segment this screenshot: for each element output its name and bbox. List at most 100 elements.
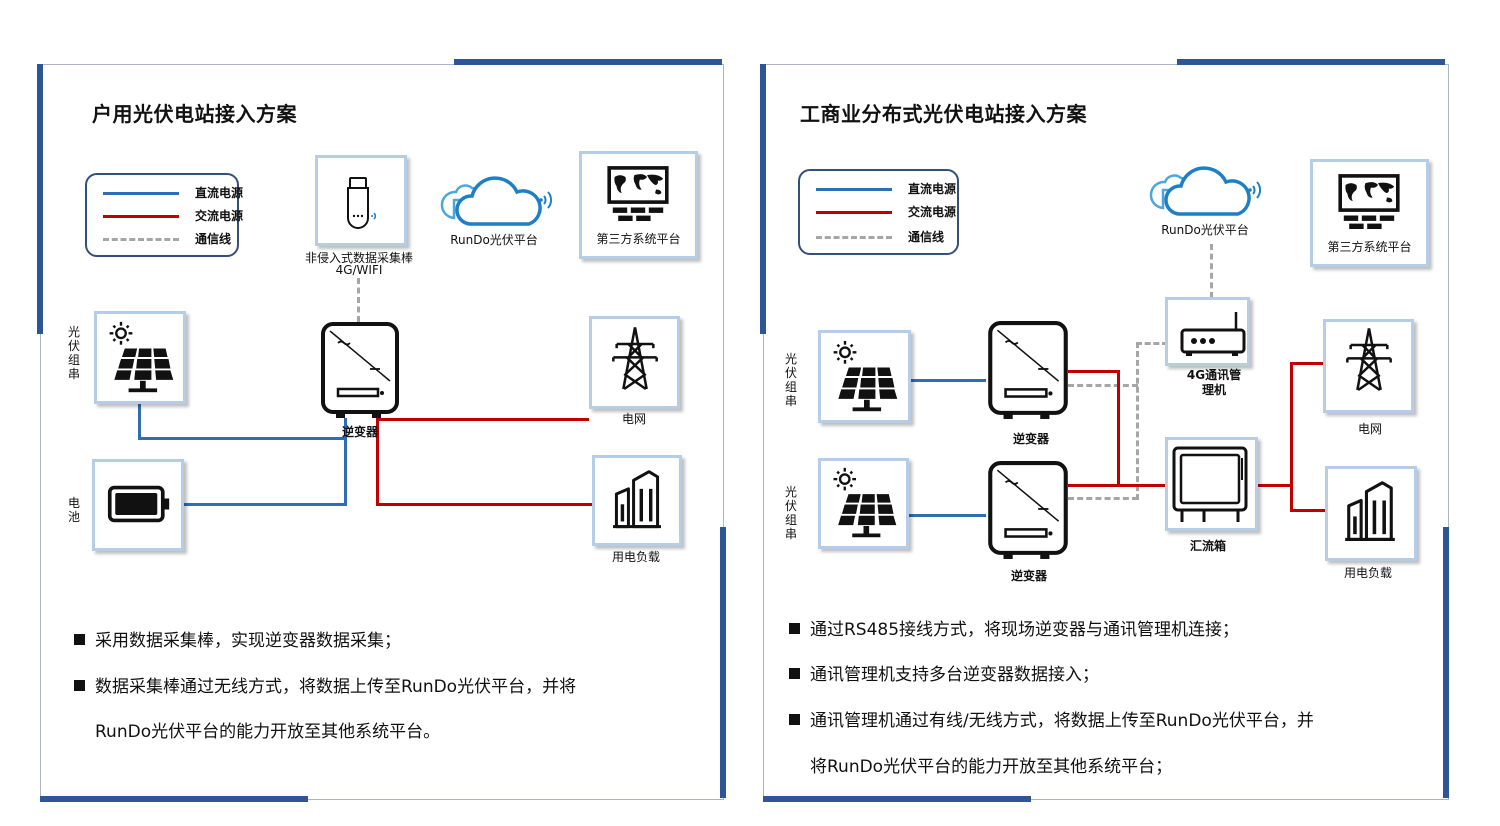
bullet-square-icon <box>74 680 85 691</box>
left-collector-box <box>315 155 407 246</box>
right-manager-box <box>1165 297 1250 366</box>
bullet-square-icon <box>789 623 800 634</box>
right-panel-accent-left <box>760 64 766 334</box>
right-third-party-box: 第三方系统平台 <box>1310 159 1429 267</box>
right-bullet-1: 通过RS485接线方式，将现场逆变器与通讯管理机连接； <box>789 615 1239 640</box>
right-grid-label: 电网 <box>1357 422 1382 436</box>
right-dc-wire-pv2 <box>904 514 986 517</box>
legend-ac: 交流电源 <box>103 207 243 225</box>
legend-comm-label: 通信线 <box>195 232 232 246</box>
right-bullet-3-continuation: 将RunDo光伏平台的能力开放至其他系统平台； <box>810 757 1173 777</box>
legend-comm-line <box>816 236 892 239</box>
left-cloud <box>434 168 564 228</box>
power-tower-icon <box>610 325 660 393</box>
right-comm-wire-inv2 <box>1068 497 1138 500</box>
battery-icon <box>107 484 171 524</box>
right-comm-wire-manager-left <box>1136 342 1168 345</box>
left-panel-accent-top <box>454 59 722 65</box>
right-ac-wire-inv2 <box>1068 484 1120 487</box>
left-battery-label: 电池 <box>67 496 80 524</box>
legend-dc-label: 直流电源 <box>908 182 957 196</box>
right-pv1-box <box>818 330 911 423</box>
right-ac-wire-grid <box>1290 362 1323 365</box>
left-third-party-label: 第三方系统平台 <box>596 232 681 246</box>
right-bullet-3: 通讯管理机通过有线/无线方式，将数据上传至RunDo光伏平台，并 <box>789 706 1314 731</box>
right-ac-wire-branch-vertical <box>1290 362 1293 512</box>
legend-dc: 直流电源 <box>816 180 956 198</box>
left-pv-label: 光伏组串 <box>67 325 80 381</box>
left-grid-box <box>589 316 680 409</box>
left-dc-wire-pv-down <box>138 400 141 440</box>
monitor-icon <box>1333 170 1405 234</box>
right-ac-wire-to-combiner <box>1117 484 1167 487</box>
right-manager-label-2: 理机 <box>1201 383 1226 397</box>
solar-panel-icon <box>826 339 902 415</box>
right-comm-wire-vertical <box>1136 342 1139 500</box>
legend-dc-label: 直流电源 <box>195 186 244 200</box>
bullet-square-icon <box>789 714 800 725</box>
right-inverter-2-label: 逆变器 <box>1010 569 1047 583</box>
right-ac-wire-vertical <box>1117 370 1120 487</box>
right-manager-label-1: 4G通讯管 <box>1186 368 1242 382</box>
left-ac-wire-grid <box>376 418 589 421</box>
legend-comm-label: 通信线 <box>908 230 945 244</box>
left-comm-wire-collector <box>357 278 360 322</box>
right-bullet-3-text: 通讯管理机通过有线/无线方式，将数据上传至RunDo光伏平台，并 <box>810 711 1314 731</box>
cloud-icon <box>1143 158 1273 218</box>
right-panel-accent-top <box>1177 59 1445 65</box>
left-bullet-1: 采用数据采集棒，实现逆变器数据采集； <box>74 626 401 651</box>
right-load-label: 用电负载 <box>1343 566 1392 580</box>
legend-dc-line <box>816 188 892 191</box>
right-inverter-2 <box>986 460 1070 560</box>
legend-ac-label: 交流电源 <box>195 209 244 223</box>
right-load-box <box>1325 466 1417 561</box>
right-inverter-1 <box>986 320 1070 420</box>
left-dc-wire-pv-across <box>138 437 347 440</box>
right-ac-wire-load <box>1290 509 1325 512</box>
right-comm-wire-inv1 <box>1068 384 1138 387</box>
left-legend: 直流电源 交流电源 通信线 <box>85 173 243 257</box>
left-panel-accent-bottom <box>40 796 308 802</box>
left-inverter-label: 逆变器 <box>341 425 378 439</box>
legend-ac: 交流电源 <box>816 203 956 221</box>
legend-ac-line <box>103 215 179 218</box>
left-dc-wire-inverter-down <box>344 418 347 506</box>
right-cloud <box>1143 158 1273 218</box>
building-load-icon <box>607 470 667 530</box>
left-third-party-box: 第三方系统平台 <box>579 151 698 259</box>
legend-comm-line <box>103 238 179 241</box>
right-pv2-box <box>818 458 909 549</box>
legend-comm: 通信线 <box>816 228 951 246</box>
right-ac-wire-from-combiner <box>1253 484 1293 487</box>
legend-ac-line <box>816 211 892 214</box>
left-cloud-label: RunDo光伏平台 <box>450 233 538 247</box>
left-bullet-2: 数据采集棒通过无线方式，将数据上传至RunDo光伏平台，并将 <box>74 672 576 697</box>
right-grid-box <box>1323 319 1414 413</box>
right-panel-accent-bottom <box>763 796 1031 802</box>
bullet-square-icon <box>74 634 85 645</box>
left-ac-wire-inverter-down <box>376 418 379 506</box>
bullet-square-icon <box>789 668 800 679</box>
left-collector-label: 非侵入式数据采集棒 <box>304 251 413 265</box>
left-battery-box <box>92 459 184 551</box>
left-panel-accent-right <box>720 527 726 798</box>
left-load-label: 用电负载 <box>611 550 660 564</box>
right-third-party-label: 第三方系统平台 <box>1327 240 1412 254</box>
legend-dc: 直流电源 <box>103 184 243 202</box>
legend-dc-line <box>103 192 179 195</box>
right-panel-title: 工商业分布式光伏电站接入方案 <box>800 102 1087 126</box>
right-combiner-box <box>1165 437 1258 531</box>
solar-panel-icon <box>102 320 178 396</box>
solar-panel-icon <box>826 466 901 541</box>
right-bullet-2-text: 通讯管理机支持多台逆变器数据接入； <box>810 665 1099 685</box>
left-dc-wire-battery <box>182 503 347 506</box>
inverter-icon <box>321 322 399 418</box>
right-combiner-label: 汇流箱 <box>1189 539 1226 553</box>
left-panel-accent-left <box>37 64 43 334</box>
building-load-icon <box>1340 481 1400 543</box>
right-bullet-2: 通讯管理机支持多台逆变器数据接入； <box>789 660 1099 685</box>
right-pv1-label: 光伏组串 <box>784 352 797 408</box>
inverter-icon <box>988 321 1068 419</box>
right-pv2-label: 光伏组串 <box>784 485 797 541</box>
right-bullet-1-text: 通过RS485接线方式，将现场逆变器与通讯管理机连接； <box>810 620 1240 640</box>
